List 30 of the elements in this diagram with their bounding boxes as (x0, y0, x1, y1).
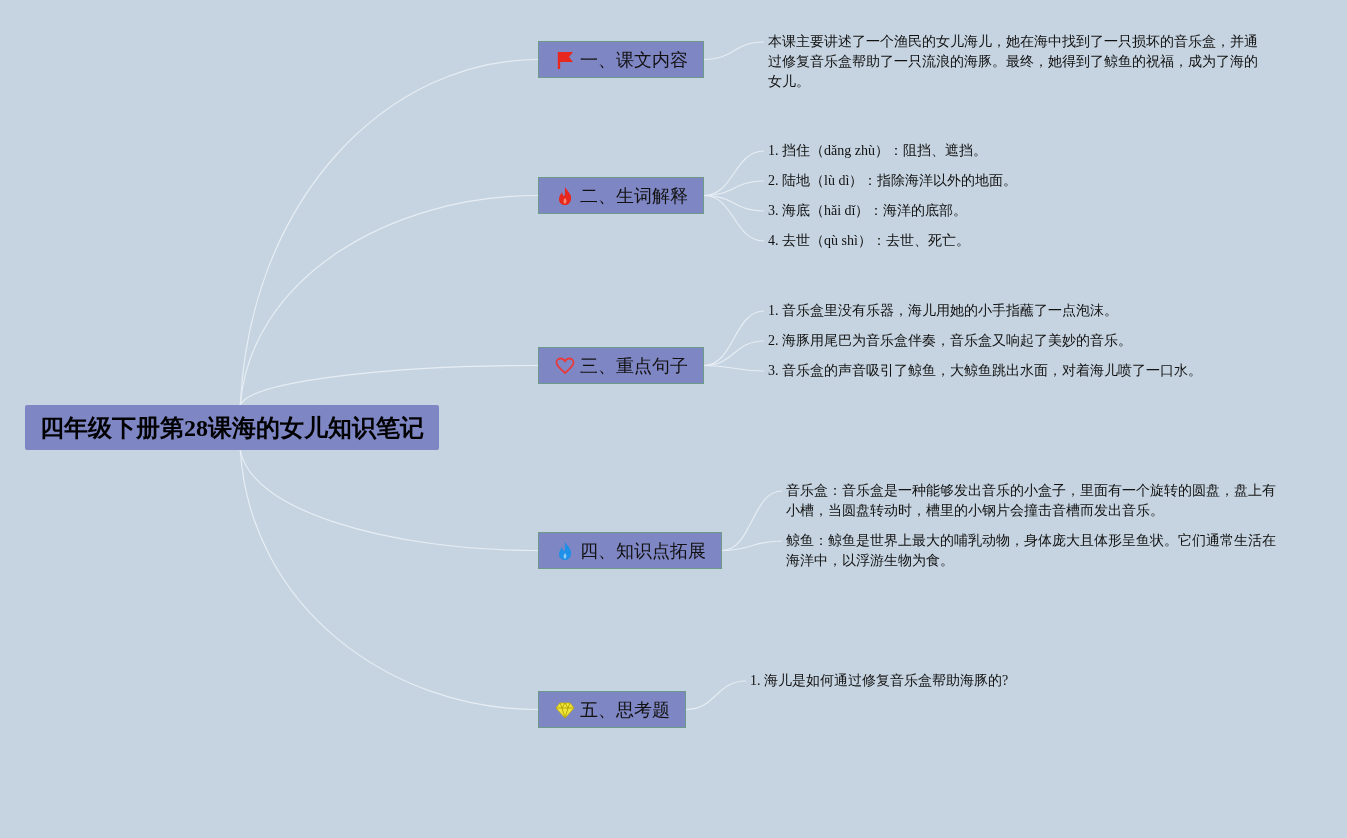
topic-box (538, 691, 686, 728)
topic-box (538, 347, 704, 384)
branch-line (239, 364, 539, 406)
branch-line (703, 41, 765, 61)
topic-box (538, 532, 722, 569)
topic-label: 四、知识点拓展 (579, 538, 706, 563)
note-text: 3. 海底（hǎi dǐ）：海洋的底部。 (768, 201, 1068, 221)
topic-label: 五、思考题 (579, 697, 670, 722)
branch-line (239, 194, 539, 406)
note-text: 1. 海儿是如何通过修复音乐盒帮助海豚的? (750, 671, 1070, 691)
note-text: 4. 去世（qù shì）：去世、死亡。 (768, 231, 1068, 251)
topic-box (538, 41, 704, 78)
note-text: 1. 挡住（dǎng zhù）：阻挡、遮挡。 (768, 141, 1068, 161)
branch-line (685, 680, 747, 711)
root-topic-box: 四年级下册第28课海的女儿知识笔记 (25, 405, 439, 450)
branch-line (239, 449, 539, 552)
note-text: 1. 音乐盒里没有乐器，海儿用她的小手指蘸了一点泡沫。 (768, 301, 1168, 321)
note-text: 音乐盒：音乐盒是一种能够发出音乐的小盒子，里面有一个旋转的圆盘，盘上有小槽，当圆盘转动时，槽里的小钢片会撞击音槽而发出音乐。 (786, 481, 1281, 521)
topic-box (538, 177, 704, 214)
branch-line (239, 449, 539, 711)
note-text: 3. 音乐盒的声音吸引了鲸鱼，大鲸鱼跳出水面，对着海儿喷了一口水。 (768, 361, 1238, 381)
topic-label: 二、生词解释 (579, 183, 688, 208)
topic-label: 一、课文内容 (579, 47, 688, 72)
note-text: 2. 陆地（lù dì）：指除海洋以外的地面。 (768, 171, 1088, 191)
note-text: 本课主要讲述了一个渔民的女儿海儿，她在海中找到了一只损坏的音乐盒，并通过修复音乐盒帮助了一只流浪的海豚。最终，她得到了鲸鱼的祝福，成为了海的女儿。 (768, 32, 1263, 92)
topic-label: 三、重点句子 (579, 353, 688, 378)
branch-line (721, 540, 783, 552)
note-text: 鲸鱼：鲸鱼是世界上最大的哺乳动物，身体庞大且体形呈鱼状。它们通常生活在海洋中，以浮游生物为食。 (786, 531, 1281, 571)
branch-line (703, 194, 765, 242)
note-text: 2. 海豚用尾巴为音乐盒伴奏，音乐盒又响起了美妙的音乐。 (768, 331, 1188, 351)
